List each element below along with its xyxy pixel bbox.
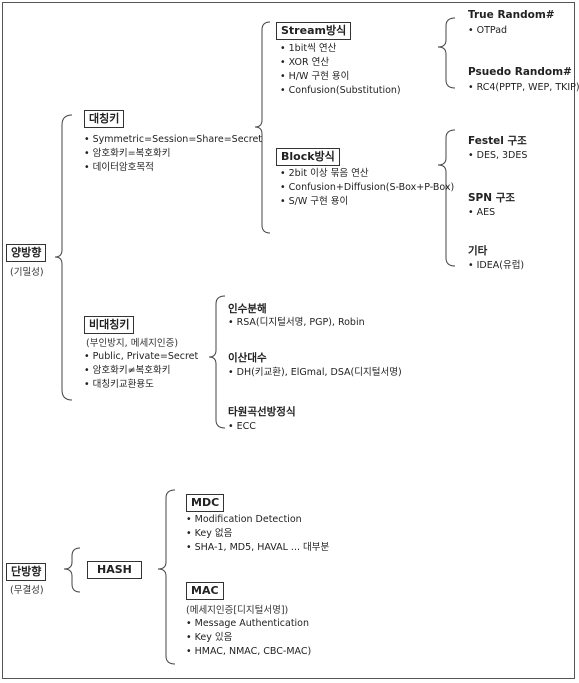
list-item: • 데이터암호목적 xyxy=(84,162,154,173)
list-item: • ECC xyxy=(228,421,256,432)
discrete-log-title: 이산대수 xyxy=(228,352,267,364)
list-item: • DES, 3DES xyxy=(468,150,528,161)
list-item: • RC4(PPTP, WEP, TKIP) xyxy=(468,82,579,93)
list-item: • DH(키교환), ElGmal, DSA(디지털서명) xyxy=(228,367,402,378)
one-way-box: 단방향 xyxy=(6,563,47,581)
symmetric-list: • Symmetric=Session=Share=Secret • 암호화키=… xyxy=(84,133,262,175)
discrete-log-list: • DH(키교환), ElGmal, DSA(디지털서명) xyxy=(228,366,402,380)
asymmetric-sub: (부인방지, 메세지인증) xyxy=(86,338,179,349)
list-item: • Message Authentication xyxy=(186,618,310,629)
asymmetric-box: 비대칭키 xyxy=(84,316,135,334)
mdc-list: • Modification Detection • Key 없음 • SHA-… xyxy=(186,513,329,555)
list-item: • S/W 구현 용이 xyxy=(280,196,349,207)
bracket-stream xyxy=(437,17,456,89)
two-way-box: 양방향 xyxy=(6,244,47,262)
etc-list: • IDEA(유럽) xyxy=(468,259,524,273)
mac-box: MAC xyxy=(186,582,224,600)
list-item: • Public, Private=Secret xyxy=(84,351,199,362)
bracket-hash xyxy=(157,489,176,665)
block-list: • 2bit 이상 묶음 연산 • Confusion+Diffusion(S-… xyxy=(280,167,454,209)
true-random-title: True Random# xyxy=(468,9,555,21)
list-item: • Confusion+Diffusion(S-Box+P-Box) xyxy=(280,182,455,193)
list-item: • 대칭키교환용도 xyxy=(84,379,154,390)
list-item: • AES xyxy=(468,207,496,218)
hash-box: HASH xyxy=(87,561,142,579)
bracket-asymmetric xyxy=(208,295,226,429)
list-item: • 암호화키≠복호화키 xyxy=(84,365,171,376)
list-item: • 암호화키=복호화키 xyxy=(84,148,171,159)
list-item: • 1bit씩 연산 xyxy=(280,43,337,54)
list-item: • H/W 구현 용이 xyxy=(280,71,350,82)
two-way-sub: (기밀성) xyxy=(10,267,44,278)
list-item: • Symmetric=Session=Share=Secret xyxy=(84,134,263,145)
symmetric-box: 대칭키 xyxy=(84,110,125,128)
ecc-title: 타원곡선방정식 xyxy=(228,406,296,418)
spn-list: • AES xyxy=(468,206,495,220)
list-item: • Modification Detection xyxy=(186,514,302,525)
one-way-sub: (무결성) xyxy=(10,585,44,596)
list-item: • OTPad xyxy=(468,25,508,36)
list-item: • HMAC, NMAC, CBC-MAC) xyxy=(186,646,312,657)
list-item: • RSA(디지털서명, PGP), Robin xyxy=(228,317,365,328)
bracket-two-way xyxy=(54,114,73,401)
list-item: • Key 있음 xyxy=(186,632,233,643)
list-item: • IDEA(유럽) xyxy=(468,260,525,271)
list-item: • 2bit 이상 묶음 연산 xyxy=(280,168,369,179)
pseudo-random-title: Psuedo Random# xyxy=(468,66,572,78)
asymmetric-list: • Public, Private=Secret • 암호화키≠복호화키 • 대… xyxy=(84,350,198,392)
spn-title: SPN 구조 xyxy=(468,192,516,204)
list-item: • XOR 연산 xyxy=(280,57,330,68)
true-random-list: • OTPad xyxy=(468,24,507,38)
list-item: • Confusion(Substitution) xyxy=(280,85,401,96)
etc-title: 기타 xyxy=(468,245,488,257)
list-item: • SHA-1, MD5, HAVAL ... 대부분 xyxy=(186,542,330,553)
ecc-list: • ECC xyxy=(228,420,256,434)
mac-list: • Message Authentication • Key 있음 • HMAC… xyxy=(186,617,311,659)
block-box: Block방식 xyxy=(276,148,340,166)
stream-box: Stream방식 xyxy=(276,22,352,40)
mdc-box: MDC xyxy=(186,494,225,512)
bracket-block xyxy=(437,129,456,267)
bracket-symmetric xyxy=(254,21,271,234)
festel-title: Festel 구조 xyxy=(468,135,527,147)
stream-list: • 1bit씩 연산 • XOR 연산 • H/W 구현 용이 • Confus… xyxy=(280,42,401,98)
mac-sub: (메세지인증[디지털서명]) xyxy=(186,605,289,616)
factorization-list: • RSA(디지털서명, PGP), Robin xyxy=(228,316,365,330)
festel-list: • DES, 3DES xyxy=(468,149,527,163)
factorization-title: 인수분해 xyxy=(228,303,267,315)
list-item: • Key 없음 xyxy=(186,528,233,539)
bracket-one-way xyxy=(63,547,81,593)
pseudo-random-list: • RC4(PPTP, WEP, TKIP) xyxy=(468,81,579,95)
